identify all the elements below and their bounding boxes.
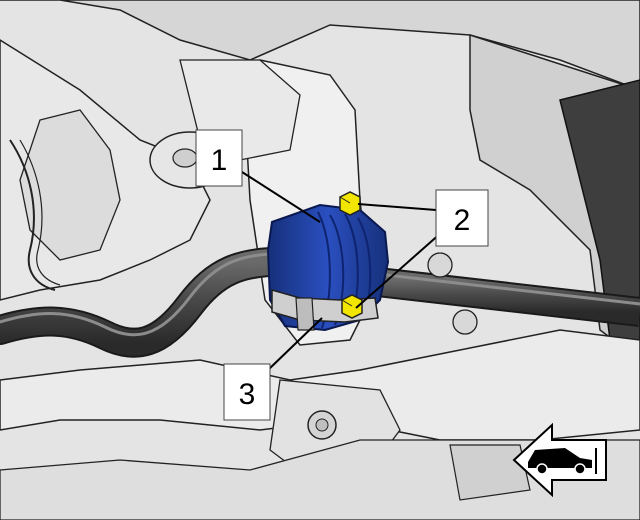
callout-1-label: 1	[211, 144, 228, 177]
callout-1-leader	[241, 171, 321, 223]
clamp-bolt-lower	[341, 294, 363, 319]
stabilizer-bar-right-highlight	[359, 270, 640, 306]
stabilizer-bar-right-fill	[358, 267, 640, 325]
strut-mount-bolt	[172, 148, 198, 168]
callout-3-box	[223, 363, 271, 421]
bracket-bolt-right-lower	[452, 309, 478, 335]
vehicle-forward-arrow-icon	[512, 422, 607, 498]
stabilizer-bar-left-fill	[0, 248, 303, 356]
bushing-clamp-tab	[295, 297, 315, 331]
brake-line	[9, 139, 56, 291]
lower-arm-bolt-center	[315, 418, 329, 432]
callout-2-label: 2	[454, 204, 471, 237]
callout-2-leader-lower	[355, 231, 443, 309]
callout-2-box	[435, 189, 489, 247]
subframe-detail	[449, 444, 531, 501]
stabilizer-bar-left-highlight	[0, 252, 292, 337]
clamp-bolt-upper	[339, 191, 361, 216]
callout-3-leader	[267, 317, 323, 371]
callout-2-leader-upper	[357, 203, 437, 211]
brake-line-2	[19, 139, 61, 286]
callout-1-box	[195, 129, 243, 187]
spring-strut	[19, 109, 121, 261]
body-panel-upper	[0, 0, 640, 91]
bracket-bolt-right	[427, 252, 453, 278]
callout-3-label: 3	[239, 378, 256, 411]
